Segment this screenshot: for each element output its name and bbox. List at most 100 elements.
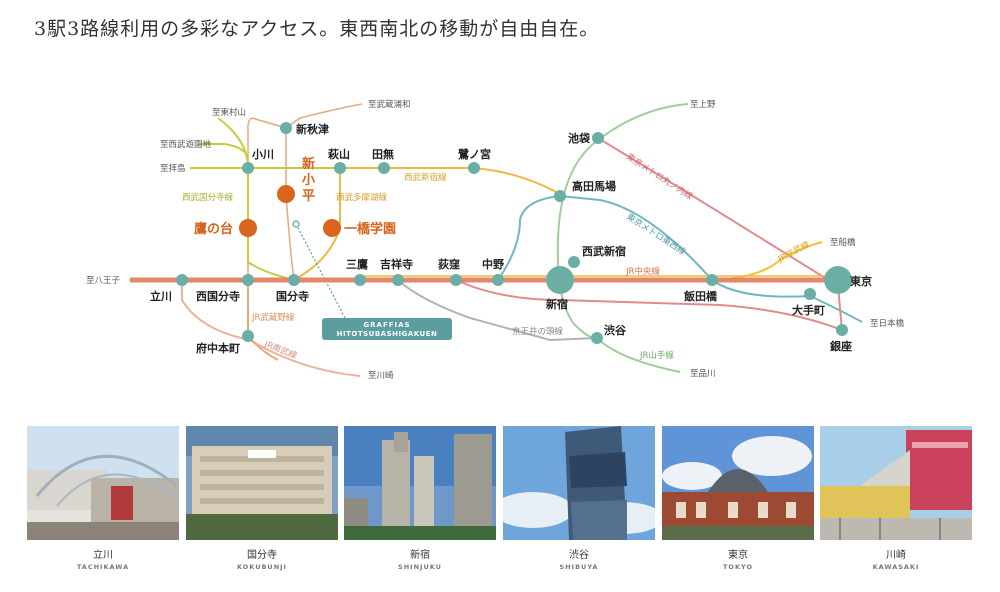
caption-kokubunji: 国分寺 KOKUBUNJI — [186, 546, 338, 571]
label-tachikawa: 立川 — [150, 289, 172, 303]
label-shibuya: 渋谷 — [604, 323, 627, 337]
seibu-shinjuku-line — [340, 167, 561, 195]
linename-nambu: JR南武線 — [262, 338, 299, 361]
station-dot-otemachi — [804, 288, 816, 300]
marunouchi-line-south — [455, 279, 843, 331]
station-dot-shinakitsu — [280, 122, 292, 134]
kawasaki-illustration — [820, 426, 972, 540]
caption-shinjuku: 新宿 SHINJUKU — [344, 546, 496, 571]
label-shinakitsu: 新秋津 — [296, 122, 329, 136]
kokubunji-illustration — [186, 426, 338, 540]
seibu-kokubunji-line — [217, 117, 295, 281]
linename-seibu-kokubunji: 西武国分寺線 — [182, 192, 234, 203]
dest-hachioji: 至八王子 — [86, 276, 121, 286]
label-kichijoji: 吉祥寺 — [380, 257, 413, 271]
caption-jp: 東京 — [728, 550, 748, 561]
keio-line — [397, 279, 598, 342]
page-headline: 3駅3路線利用の多彩なアクセス。東西南北の移動が自由自在。 — [34, 18, 600, 40]
caption-tokyo: 東京 TOKYO — [662, 546, 814, 571]
station-dot-ginza — [836, 324, 848, 336]
linename-yamanote: JR山手線 — [639, 350, 674, 361]
shinjuku-illustration — [344, 426, 496, 540]
photo-kawasaki — [820, 426, 972, 540]
station-dot-hitotsubashigakuen — [323, 219, 341, 237]
caption-en: TACHIKAWA — [76, 563, 130, 571]
station-dot-fuchuhonmachi — [242, 330, 254, 342]
station-dot-takanodai — [239, 219, 257, 237]
badge-line1: GRAFFIAS — [363, 321, 410, 329]
label-iidabashi: 飯田橋 — [683, 289, 718, 303]
station-dot-ikebukuro — [592, 132, 604, 144]
station-dot-ogikubo — [450, 274, 462, 286]
photo-tokyo — [662, 426, 814, 540]
walking-route — [295, 223, 346, 319]
station-dot-tanashi — [378, 162, 390, 174]
station-dot-shinkodaira — [277, 185, 295, 203]
dest-seibuyuenchi: 至西武遊園地 — [160, 139, 212, 150]
route-map: 立川 西国分寺 国分寺 三鷹 吉祥寺 荻窪 中野 新宿 飯田橋 東京 大手町 銀… — [86, 99, 905, 381]
dest-higashimurayama: 至東村山 — [212, 107, 246, 118]
dest-ueno: 至上野 — [690, 100, 716, 110]
station-dot-tachikawa — [176, 274, 188, 286]
station-dot-seibushinjuku — [568, 256, 580, 268]
caption-en: KAWASAKI — [872, 563, 920, 571]
photo-kokubunji — [186, 426, 338, 540]
station-dot-shinjuku — [546, 266, 574, 294]
tachikawa-illustration — [27, 426, 179, 540]
property-badge-bg — [322, 318, 452, 340]
station-dot-nakano — [492, 274, 504, 286]
station-dot-kokubunji — [288, 274, 300, 286]
label-takanodai: 鷹の台 — [194, 221, 233, 237]
dest-funabashi: 至船橋 — [830, 237, 856, 248]
label-shinkodaira: 新 小 平 — [302, 156, 315, 204]
linename-seibu-shinjuku: 西武新宿線 — [404, 172, 447, 183]
label-otemachi: 大手町 — [792, 303, 825, 317]
linename-seibu-tamako: 西武多摩湖線 — [336, 192, 388, 203]
label-seibushinjuku: 西武新宿 — [582, 244, 626, 258]
dest-musashiurawa: 至武蔵浦和 — [368, 99, 411, 110]
photo-shibuya — [503, 426, 655, 540]
shinkodaira-link — [285, 128, 295, 281]
caption-en: SHIBUYA — [559, 563, 599, 571]
label-saginomiya: 鷺ノ宮 — [458, 147, 491, 161]
caption-jp: 新宿 — [410, 550, 430, 561]
photo-tachikawa — [27, 426, 179, 540]
caption-jp: 渋谷 — [569, 550, 589, 561]
shibuya-illustration — [503, 426, 655, 540]
station-dot-tokyo — [824, 266, 852, 294]
label-shinjuku: 新宿 — [546, 297, 568, 311]
yamanote-line-west — [556, 139, 681, 373]
label-nakano: 中野 — [482, 257, 504, 271]
linename-keio: 京王井の頭線 — [512, 326, 564, 337]
label-tanashi: 田無 — [372, 147, 394, 161]
yamanote-line-north — [597, 103, 689, 141]
label-kokubunji: 国分寺 — [276, 289, 309, 303]
musashino-line-urawa — [285, 103, 363, 129]
station-dot-iidabashi — [706, 274, 718, 286]
label-tokyo: 東京 — [850, 274, 872, 288]
dest-shinagawa: 至品川 — [690, 369, 716, 379]
caption-en: TOKYO — [723, 563, 753, 571]
dest-nihonbashi: 至日本橋 — [870, 318, 905, 329]
linename-musashino: JR武蔵野線 — [251, 312, 295, 323]
label-takadanobaba: 高田馬場 — [572, 179, 616, 193]
label-nishikokubunji: 西国分寺 — [196, 289, 240, 303]
caption-jp: 立川 — [93, 550, 113, 561]
linename-tozai: 東京メトロ東西線 — [624, 211, 687, 258]
linename-marunouchi: 東京メトロ丸ノ内線 — [624, 151, 695, 202]
label-ogikubo: 荻窪 — [438, 257, 460, 271]
property-badge: GRAFFIAS HITOTSUBASHIGAKUEN — [322, 318, 452, 340]
station-dot-kichijoji — [392, 274, 404, 286]
station-dot-saginomiya — [468, 162, 480, 174]
musashino-line-north — [247, 117, 287, 280]
label-ogawa: 小川 — [251, 147, 274, 161]
caption-shibuya: 渋谷 SHIBUYA — [503, 546, 655, 571]
dest-kawasaki: 至川崎 — [368, 370, 394, 381]
seibu-yuenchi-branch — [200, 143, 249, 161]
linename-sobu: JR総武線 — [775, 239, 811, 265]
caption-en: SHINJUKU — [398, 563, 442, 571]
station-dot-hagiyama — [334, 162, 346, 174]
tokyo-illustration — [662, 426, 814, 540]
label-shinkodaira-1: 新 — [302, 156, 315, 172]
caption-jp: 川崎 — [886, 550, 906, 561]
